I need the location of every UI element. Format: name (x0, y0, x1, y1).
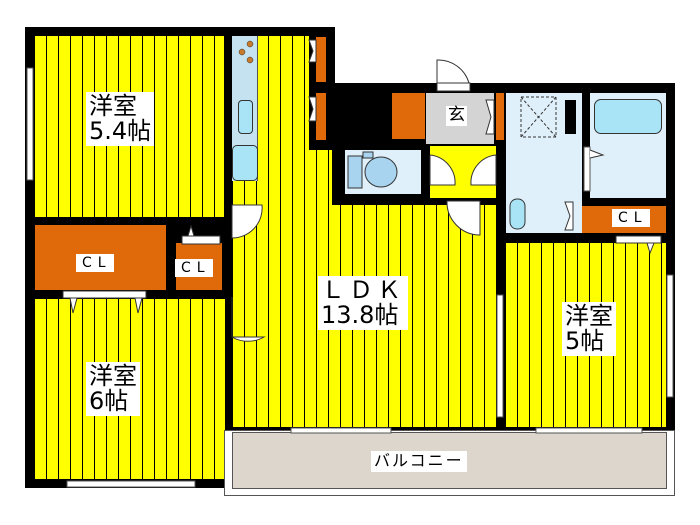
closet-kitchen-1 (316, 37, 326, 82)
room-name: 洋室 (89, 362, 137, 390)
window-icon (26, 67, 674, 488)
entrance-door-icon (436, 59, 471, 92)
entrance-label: 玄 (446, 105, 467, 126)
closet-label-left-small: CL (175, 259, 213, 277)
room-size: 5帖 (565, 327, 605, 356)
kitchen-sink (238, 100, 253, 134)
closet-entrance-shoe (496, 93, 504, 140)
closet-door-icon (62, 39, 662, 314)
closet-entrance (392, 93, 425, 139)
washing-machine-icon (520, 96, 557, 138)
room-name: 洋室 (565, 302, 613, 330)
room-label-western-top-left: 洋室 5.4帖 (86, 92, 155, 147)
room-size: 6帖 (89, 387, 129, 416)
bathtub (594, 99, 662, 134)
closet-kitchen-2 (316, 93, 326, 140)
room-name: ＬＤＫ (321, 276, 405, 304)
floor-ldk (232, 205, 496, 427)
room-size: 13.8帖 (321, 301, 399, 330)
room-name: 洋室 (89, 92, 137, 120)
closet-label-left-large: CL (76, 254, 114, 272)
stove-icon (238, 40, 254, 64)
room-size: 5.4帖 (89, 117, 152, 146)
door-swing-icon (231, 154, 497, 342)
toilet-icon (347, 151, 398, 189)
closet-label-right: CL (612, 209, 650, 227)
room-label-western-right: 洋室 5帖 (562, 302, 616, 357)
room-label-ldk: ＬＤＫ 13.8帖 (318, 276, 408, 331)
balcony-label: バルコニー (371, 451, 467, 472)
bath-door-icon (589, 149, 605, 159)
kitchen-fridge (232, 145, 258, 181)
washbasin-icon (509, 198, 526, 230)
water-heater-icon (565, 100, 576, 134)
floor-western-room-bottom-left (34, 299, 225, 479)
room-label-western-bottom-left: 洋室 6帖 (86, 362, 140, 417)
